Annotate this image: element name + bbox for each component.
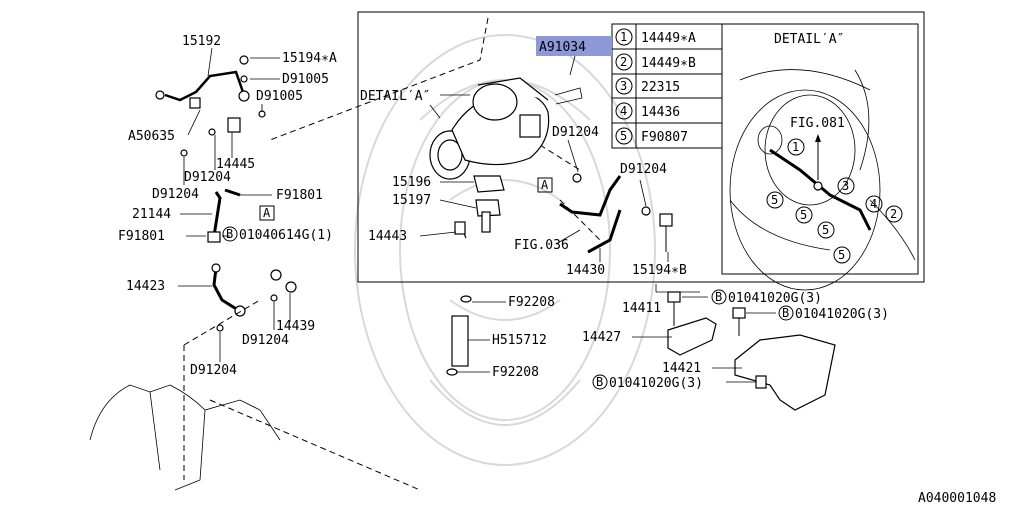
label-fig081[interactable]: FIG.081 xyxy=(790,116,845,131)
detail-a-frame xyxy=(721,23,919,275)
label-fig036[interactable]: FIG.036 xyxy=(514,238,569,253)
legend-part-2[interactable]: 14449∗B xyxy=(641,56,696,71)
legend-circle-2 xyxy=(615,53,633,71)
label-detail-a-main[interactable]: DETAIL′A″ xyxy=(360,89,430,104)
circle-b-3-letter: B xyxy=(782,306,789,320)
legend-num-2: 2 xyxy=(620,55,627,69)
label-f92208-a[interactable]: F92208 xyxy=(508,295,555,310)
label-h515712[interactable]: H515712 xyxy=(492,333,547,348)
label-15196[interactable]: 15196 xyxy=(392,175,431,190)
callout-num-c3[interactable]: 3 xyxy=(842,179,849,193)
label-01041020g-2[interactable]: 01041020G(3) xyxy=(795,307,889,322)
label-a50635[interactable]: A50635 xyxy=(128,129,175,144)
engine-outline xyxy=(89,384,281,491)
circle-b-2-letter: B xyxy=(715,290,722,304)
legend-num-1: 1 xyxy=(620,30,627,44)
label-01040614g[interactable]: 01040614G(1) xyxy=(239,228,333,243)
label-d91204-d[interactable]: D91204 xyxy=(190,363,237,378)
label-14411[interactable]: 14411 xyxy=(622,301,661,316)
label-15192[interactable]: 15192 xyxy=(182,34,221,49)
box-a-left xyxy=(259,205,275,221)
circle-b-2 xyxy=(711,289,727,305)
label-15194a[interactable]: 15194∗A xyxy=(282,51,337,66)
callout-num-c5c[interactable]: 5 xyxy=(822,223,829,237)
circle-b-4-letter: B xyxy=(596,375,603,389)
lower-leader-lines xyxy=(456,284,776,383)
legend-part-5[interactable]: F90807 xyxy=(641,130,688,145)
label-15197[interactable]: 15197 xyxy=(392,193,431,208)
label-14427[interactable]: 14427 xyxy=(582,330,621,345)
left-oil-pipe-assembly xyxy=(155,55,297,332)
circle-b-4 xyxy=(592,374,608,390)
label-detail-a-title[interactable]: DETAIL′A″ xyxy=(774,32,844,47)
callout-num-c5d[interactable]: 5 xyxy=(838,248,845,262)
callout-num-c5a[interactable]: 5 xyxy=(771,193,778,207)
legend-num-5: 5 xyxy=(620,129,627,143)
legend-table: 1 14449∗A 2 14449∗B 3 22315 4 14436 5 F90807 xyxy=(611,23,723,149)
label-14445[interactable]: 14445 xyxy=(216,157,255,172)
callout-num-c1[interactable]: 1 xyxy=(792,140,799,154)
callout-num-c5b[interactable]: 5 xyxy=(800,208,807,222)
label-d91005-a[interactable]: D91005 xyxy=(282,72,329,87)
callout-circle-c5a xyxy=(766,191,784,209)
legend-part-4[interactable]: 14436 xyxy=(641,105,680,120)
callout-circle-c5c xyxy=(817,221,835,239)
legend-num-4: 4 xyxy=(620,104,627,118)
label-14430[interactable]: 14430 xyxy=(566,263,605,278)
main-frame xyxy=(357,11,925,283)
label-15194b[interactable]: 15194∗B xyxy=(632,263,687,278)
legend-part-1[interactable]: 14449∗A xyxy=(641,31,696,46)
box-a-left-letter: A xyxy=(263,206,271,220)
legend-part-3[interactable]: 22315 xyxy=(641,80,680,95)
label-f91801-b[interactable]: F91801 xyxy=(118,229,165,244)
callout-circle-c3 xyxy=(837,177,855,195)
circle-b-1-letter: B xyxy=(226,227,233,241)
legend-circle-4 xyxy=(615,102,633,120)
label-14423[interactable]: 14423 xyxy=(126,279,165,294)
label-d91005-b[interactable]: D91005 xyxy=(256,89,303,104)
callout-circle-c4 xyxy=(865,195,883,213)
turbocharger xyxy=(429,77,583,180)
callout-circle-c1 xyxy=(787,138,805,156)
box-a-center-letter: A xyxy=(541,178,549,192)
footer-diagram-code: A040001048 xyxy=(918,491,996,506)
label-14439[interactable]: 14439 xyxy=(276,319,315,334)
label-d91204-c[interactable]: D91204 xyxy=(242,333,289,348)
label-a91034[interactable]: A91034 xyxy=(539,40,586,55)
center-parts xyxy=(454,173,673,254)
callout-circle-c5b xyxy=(795,206,813,224)
a91034-highlight xyxy=(536,36,612,56)
center-leader-lines xyxy=(419,139,669,262)
callout-circle-c5d xyxy=(833,246,851,264)
legend-num-3: 3 xyxy=(620,79,627,93)
label-f92208-b[interactable]: F92208 xyxy=(492,365,539,380)
legend-circle-3 xyxy=(615,77,633,95)
label-01041020g-1[interactable]: 01041020G(3) xyxy=(728,291,822,306)
label-d91204-a[interactable]: D91204 xyxy=(184,170,231,185)
callout-num-c4[interactable]: 4 xyxy=(870,197,877,211)
legend-circle-5 xyxy=(615,127,633,145)
label-d91204-e[interactable]: D91204 xyxy=(552,125,599,140)
label-d91204-f[interactable]: D91204 xyxy=(620,162,667,177)
detail-a-drawing xyxy=(729,69,916,291)
circle-b-3 xyxy=(778,305,794,321)
label-d91204-b[interactable]: D91204 xyxy=(152,187,199,202)
label-f91801-a[interactable]: F91801 xyxy=(276,188,323,203)
label-14421[interactable]: 14421 xyxy=(662,361,701,376)
left-leader-lines xyxy=(178,47,291,362)
callout-circle-c2 xyxy=(885,205,903,223)
legend-circle-1 xyxy=(615,28,633,46)
dashed-guide-lines xyxy=(183,17,601,491)
circle-b-1 xyxy=(222,226,238,242)
callout-num-c2[interactable]: 2 xyxy=(890,207,897,221)
box-a-center xyxy=(537,177,553,193)
label-21144[interactable]: 21144 xyxy=(132,207,171,222)
label-01041020g-3[interactable]: 01041020G(3) xyxy=(609,376,703,391)
label-14443[interactable]: 14443 xyxy=(368,229,407,244)
